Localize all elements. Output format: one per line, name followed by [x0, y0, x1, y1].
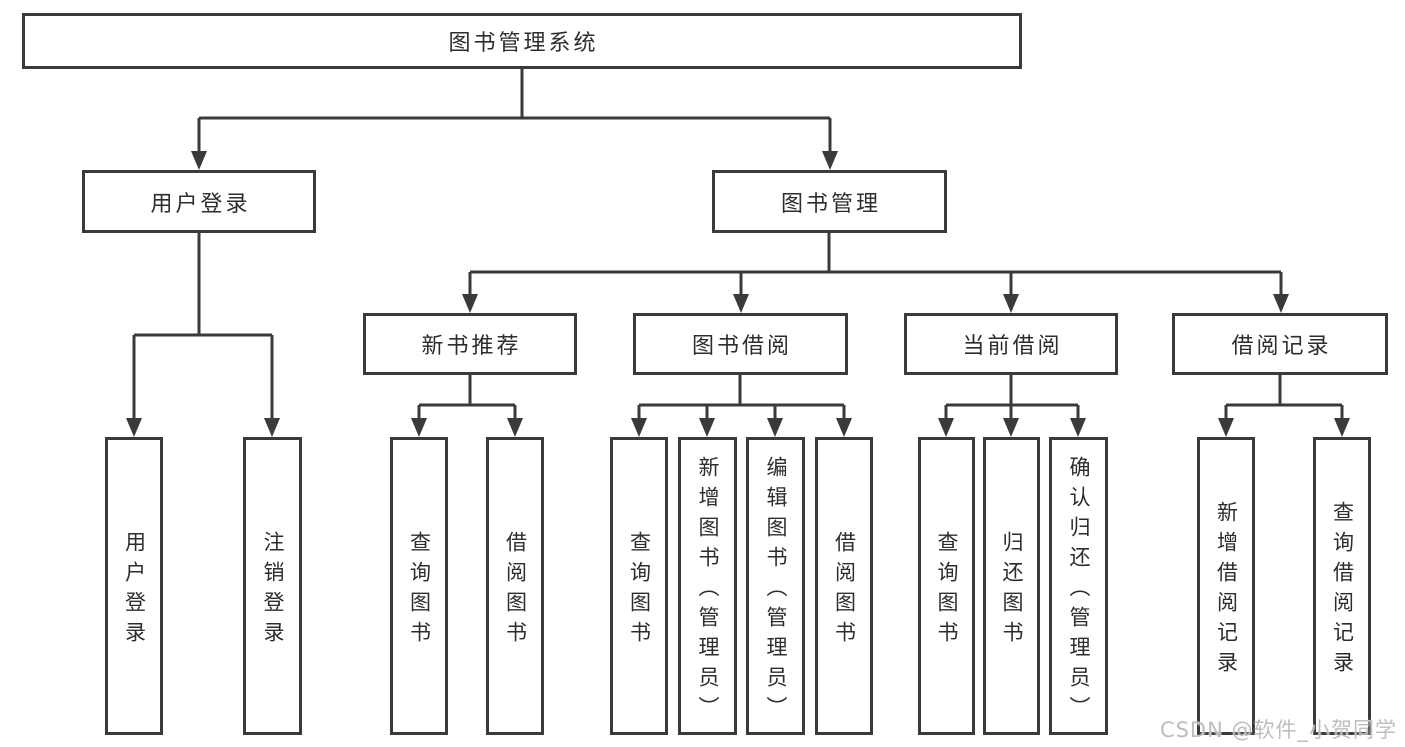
node-borrow-records: 借阅记录 — [1172, 313, 1388, 375]
leaf-add-borrow-record: 新增借阅记录 — [1197, 437, 1255, 735]
csdn-watermark: CSDN @软件_小贺同学 — [1159, 718, 1397, 742]
leaf-return-book: 归还图书 — [983, 437, 1040, 735]
node-label: 借阅图书 — [832, 530, 857, 651]
leaf-logout: 注销登录 — [243, 437, 302, 735]
leaf-query-book-recommend: 查询图书 — [390, 437, 448, 735]
node-label: 确认归还（管理员） — [1067, 455, 1091, 726]
node-user-login-branch: 用户登录 — [82, 170, 316, 233]
leaf-add-book-admin: 新增图书（管理员） — [678, 437, 737, 735]
node-label: 注销登录 — [261, 530, 285, 651]
node-book-management-branch: 图书管理 — [712, 170, 947, 233]
node-label: 查询图书 — [627, 530, 652, 651]
node-label: 新增图书（管理员） — [696, 455, 720, 726]
node-label: 查询借阅记录 — [1330, 500, 1355, 681]
leaf-borrow-book: 借阅图书 — [815, 437, 873, 735]
node-label: 图书管理系统 — [448, 31, 599, 56]
node-book-borrow: 图书借阅 — [633, 313, 848, 375]
node-label: 归还图书 — [1000, 530, 1024, 651]
leaf-borrow-book-recommend: 借阅图书 — [486, 437, 544, 735]
node-new-book-recommend: 新书推荐 — [363, 313, 577, 375]
node-label: 借阅记录 — [1231, 334, 1332, 359]
node-label: 编辑图书（管理员） — [764, 455, 788, 726]
leaf-user-login: 用户登录 — [105, 437, 163, 735]
node-label: 当前借阅 — [962, 334, 1063, 359]
node-label: 图书借阅 — [691, 334, 792, 359]
leaf-edit-book-admin: 编辑图书（管理员） — [746, 437, 805, 735]
node-label: 查询图书 — [407, 530, 432, 651]
leaf-query-borrow-record: 查询借阅记录 — [1313, 437, 1371, 735]
node-label: 新增借阅记录 — [1214, 500, 1239, 681]
leaf-query-book-borrow: 查询图书 — [610, 437, 668, 735]
leaf-confirm-return-admin: 确认归还（管理员） — [1049, 437, 1108, 735]
node-library-management-system: 图书管理系统 — [22, 13, 1022, 69]
node-label: 用户登录 — [122, 530, 147, 651]
node-label: 查询图书 — [935, 530, 959, 651]
node-label: 用户登录 — [150, 191, 251, 217]
node-label: 新书推荐 — [421, 334, 522, 359]
leaf-query-book-current: 查询图书 — [918, 437, 975, 735]
node-label: 图书管理 — [780, 191, 881, 217]
node-label: 借阅图书 — [503, 530, 528, 651]
node-current-borrow: 当前借阅 — [904, 313, 1118, 375]
